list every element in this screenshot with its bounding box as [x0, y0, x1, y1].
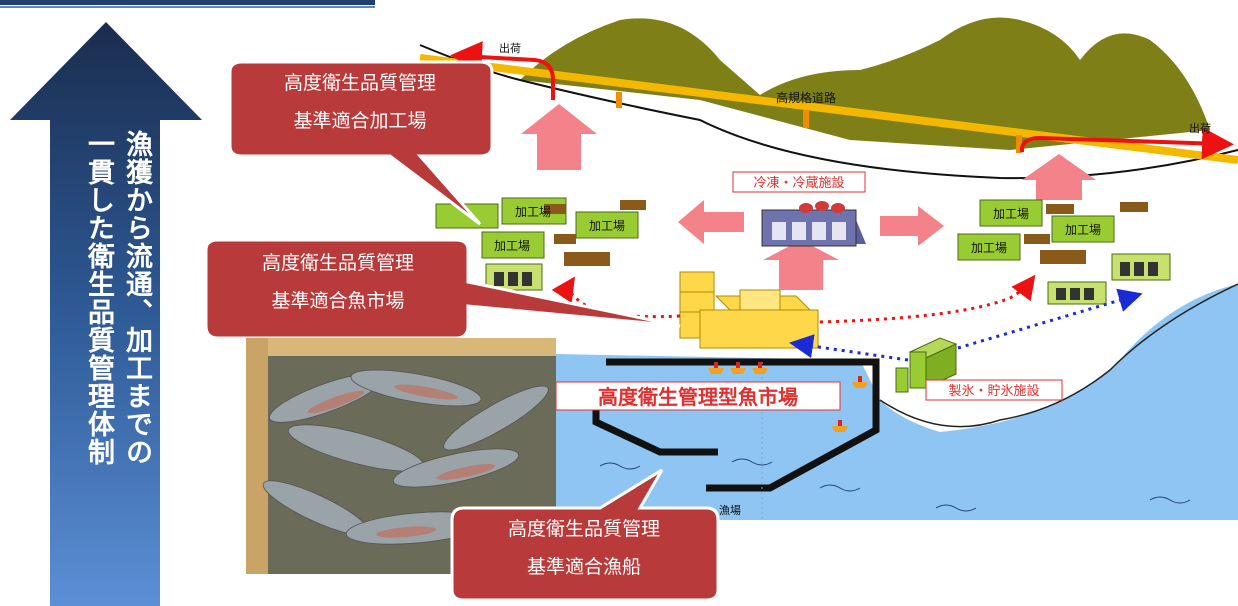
big-up-arrow-right — [1022, 154, 1096, 200]
ice-facility-label: 製氷・貯氷施設 — [948, 383, 1039, 399]
plant-label-right-1: 加工場 — [993, 207, 1029, 221]
caption-line-2: 一貫した衛生品質管理体制 — [83, 130, 114, 466]
boats — [708, 362, 868, 432]
big-up-arrow-center — [763, 240, 839, 290]
distribution-diagram: 冷凍・冷蔵施設 加工場 加工場 加工場 加工場 加工場 加工場 — [204, 17, 1238, 520]
callout-processing: 高度衛生品質管理 基準適合加工場 — [232, 64, 488, 156]
plant-label-left-1: 加工場 — [515, 205, 551, 219]
callout-processing-shape — [228, 60, 494, 226]
highway-road — [419, 54, 1238, 164]
blue-route-plant — [957, 288, 1143, 350]
waves — [599, 458, 1191, 512]
plant-label-right-3: 加工場 — [971, 241, 1007, 255]
fish-market-label: 高度衛生管理型魚市場 — [598, 385, 798, 409]
highway-label: 高規格道路 — [776, 90, 836, 105]
big-right-arrow — [880, 206, 944, 246]
blue-route-market — [789, 334, 909, 362]
sea-area — [556, 284, 1238, 520]
fishing-ground-label: 漁場 — [719, 503, 741, 517]
callout-vessel-line1: 高度衛生品質管理 — [507, 518, 660, 540]
fish-photo — [246, 338, 556, 574]
harbour-breakwater — [606, 358, 880, 492]
processing-plants-right — [957, 199, 1171, 305]
vertical-up-arrow — [10, 22, 202, 606]
shipping-label-left: 出荷 — [499, 41, 521, 55]
caption-line-1: 漁獲から流通、加工までの — [121, 130, 152, 466]
big-left-arrow — [678, 200, 744, 244]
callout-vessel-shape — [450, 468, 720, 602]
callout-market-line2: 基準適合魚市場 — [271, 290, 405, 312]
callout-market-shape — [204, 238, 681, 340]
callout-processing-line1: 高度衛生品質管理 — [283, 72, 436, 94]
red-route-right — [819, 274, 1036, 324]
callout-vessel-line2: 基準適合漁船 — [526, 556, 641, 578]
ice-facility-building — [895, 337, 958, 393]
plant-label-left-2: 加工場 — [589, 219, 625, 233]
callout-vessel: 高度衛生品質管理 基準適合漁船 — [452, 510, 716, 598]
callout-market-line1: 高度衛生品質管理 — [261, 252, 414, 274]
shipping-route-left — [450, 41, 555, 100]
plant-label-right-2: 加工場 — [1065, 223, 1101, 237]
shipping-label-right: 出荷 — [1189, 121, 1211, 135]
callout-processing-line2: 基準適合加工場 — [293, 110, 427, 132]
cold-storage-building — [761, 201, 866, 247]
system-caption: 漁獲から流通、加工までの 一貫した衛生品質管理体制 — [55, 130, 155, 550]
cold-storage-label: 冷凍・冷蔵施設 — [753, 175, 844, 191]
shipping-route-right — [1020, 127, 1234, 160]
big-up-arrow-left — [521, 104, 597, 170]
header-rule — [0, 0, 375, 10]
mountains — [520, 17, 1210, 150]
plant-label-left-3: 加工場 — [494, 239, 530, 253]
harbour-breakwater-inner — [592, 402, 718, 456]
callout-market: 高度衛生品質管理 基準適合魚市場 — [208, 244, 468, 336]
